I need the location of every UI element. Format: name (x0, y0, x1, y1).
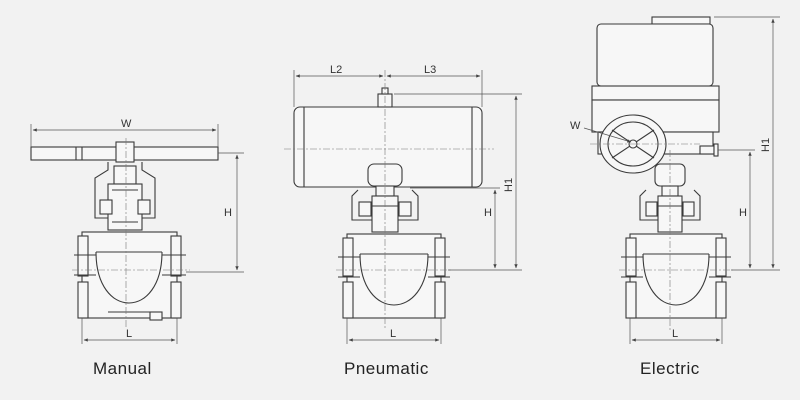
pneumatic-label-h: H (484, 207, 492, 219)
manual-stem-nut (115, 141, 135, 163)
manual-valve (30, 124, 244, 344)
electric-dim-w-leader (583, 127, 632, 143)
caption-manual: Manual (93, 359, 152, 378)
electric-label-w: W (570, 120, 581, 132)
manual-label-l: L (126, 328, 132, 340)
pneumatic-label-l: L (390, 328, 396, 340)
electric-label-h1: H1 (760, 138, 772, 152)
manual-ball (95, 251, 163, 304)
manual-label-w: W (121, 118, 132, 130)
pneumatic-label-l2: L2 (330, 64, 342, 76)
electric-valve (583, 16, 780, 344)
pneumatic-label-h1: H1 (503, 178, 515, 192)
caption-pneumatic: Pneumatic (344, 359, 429, 378)
pneumatic-ball (359, 253, 429, 306)
electric-label-h: H (739, 207, 747, 219)
manual-label-h: H (224, 207, 232, 219)
caption-electric: Electric (640, 359, 700, 378)
pneumatic-label-l3: L3 (424, 64, 436, 76)
electric-ball (642, 253, 710, 306)
electric-motor-cover (596, 23, 714, 87)
electric-top-cap (651, 16, 711, 25)
electric-label-l: L (672, 328, 678, 340)
pneumatic-valve (284, 70, 522, 344)
